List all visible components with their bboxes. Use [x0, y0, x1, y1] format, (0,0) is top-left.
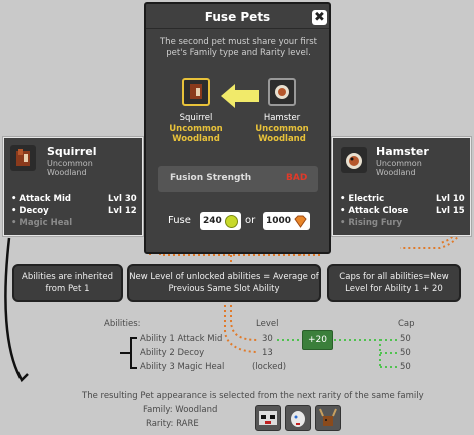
left-card-name: Squirrel [47, 145, 97, 158]
right-ability-2-level: Lvl 15 [436, 206, 465, 216]
result-family: Family: Woodland [143, 405, 218, 415]
abilities-header: Abilities: [104, 319, 141, 329]
dialog-title: Fuse Pets [204, 10, 271, 24]
gem-icon [294, 215, 307, 228]
arrow-left-icon [221, 84, 259, 108]
coin-cost: 240 [203, 216, 222, 226]
result-ability-3: Ability 3 Magic Heal [140, 362, 225, 372]
result-level-2: 13 [262, 348, 273, 358]
dialog-pet1-family: Woodland [172, 134, 220, 144]
inherit-curve [4, 237, 22, 379]
left-ability-1-level: Lvl 30 [108, 194, 137, 204]
dialog-pet2-name: Hamster [263, 113, 301, 123]
result-ability-1: Ability 1 Attack Mid [140, 334, 223, 344]
pet1-slot-icon[interactable] [182, 78, 210, 106]
right-card-family: Woodland [376, 168, 416, 177]
right-ability-2: • Attack Close [340, 206, 409, 216]
result-ability-2: Ability 2 Decoy [140, 348, 205, 358]
title-divider [146, 28, 329, 29]
or-label: or [245, 215, 256, 226]
squirrel-icon [10, 145, 36, 171]
callout-caps: Caps for all abilities=New Level for Abi… [327, 264, 461, 302]
pet2-slot-icon[interactable] [268, 78, 296, 106]
callout-inherit: Abilities are inherited from Pet 1 [12, 264, 123, 302]
left-ability-3: • Magic Heal [11, 218, 73, 228]
dialog-pet1-name: Squirrel [179, 113, 213, 123]
left-card-rarity: Uncommon [47, 159, 93, 168]
left-ability-2-level: Lvl 12 [108, 206, 137, 216]
raccoon-icon [255, 405, 281, 431]
result-level-1: 30 [262, 334, 273, 344]
deer-icon [315, 405, 341, 431]
result-rarity: Rarity: RARE [146, 419, 199, 429]
gem-cost: 1000 [266, 216, 292, 226]
left-pet-card[interactable]: Squirrel Uncommon Woodland • Attack Mid … [2, 136, 144, 237]
fusion-strength-bar: Fusion Strength BAD [158, 166, 318, 192]
right-card-name: Hamster [376, 145, 429, 158]
left-ability-2: • Decoy [11, 206, 49, 216]
hamster-icon [341, 147, 367, 173]
dialog-pet2-rarity: Uncommon [255, 124, 309, 134]
fuse-coins-button[interactable]: 240 [200, 212, 241, 230]
plus-twenty-box: +20 [302, 330, 333, 350]
result-cap-2: 50 [400, 348, 411, 358]
result-cap-3: 50 [400, 362, 411, 372]
strength-value: BAD [286, 173, 308, 183]
fuse-label: Fuse [168, 215, 191, 226]
bird-icon [285, 405, 311, 431]
result-level-3: (locked) [252, 362, 287, 372]
appearance-note: The resulting Pet appearance is selected… [82, 391, 424, 401]
callout-new-level: New Level of unlocked abilities = Averag… [127, 264, 321, 302]
right-pet-card[interactable]: Hamster Uncommon Woodland • Electric Lvl… [331, 136, 472, 237]
coin-icon [224, 214, 238, 228]
right-ability-3: • Rising Fury [340, 218, 403, 228]
close-button[interactable]: ✖ [312, 10, 327, 25]
dialog-description: The second pet must share your first pet… [159, 37, 317, 58]
right-card-rarity: Uncommon [376, 159, 422, 168]
fuse-pets-dialog: Fuse Pets ✖ The second pet must share yo… [144, 2, 331, 254]
fuse-gems-button[interactable]: 1000 [263, 212, 311, 230]
right-ability-1: • Electric [340, 194, 385, 204]
dialog-pet2-family: Woodland [258, 134, 306, 144]
left-card-family: Woodland [47, 168, 87, 177]
level-header: Level [256, 319, 279, 329]
dialog-pet1-rarity: Uncommon [169, 124, 223, 134]
result-cap-1: 50 [400, 334, 411, 344]
right-ability-1-level: Lvl 10 [436, 194, 465, 204]
left-ability-1: • Attack Mid [11, 194, 71, 204]
strength-label: Fusion Strength [170, 173, 252, 183]
cap-header: Cap [398, 319, 415, 329]
